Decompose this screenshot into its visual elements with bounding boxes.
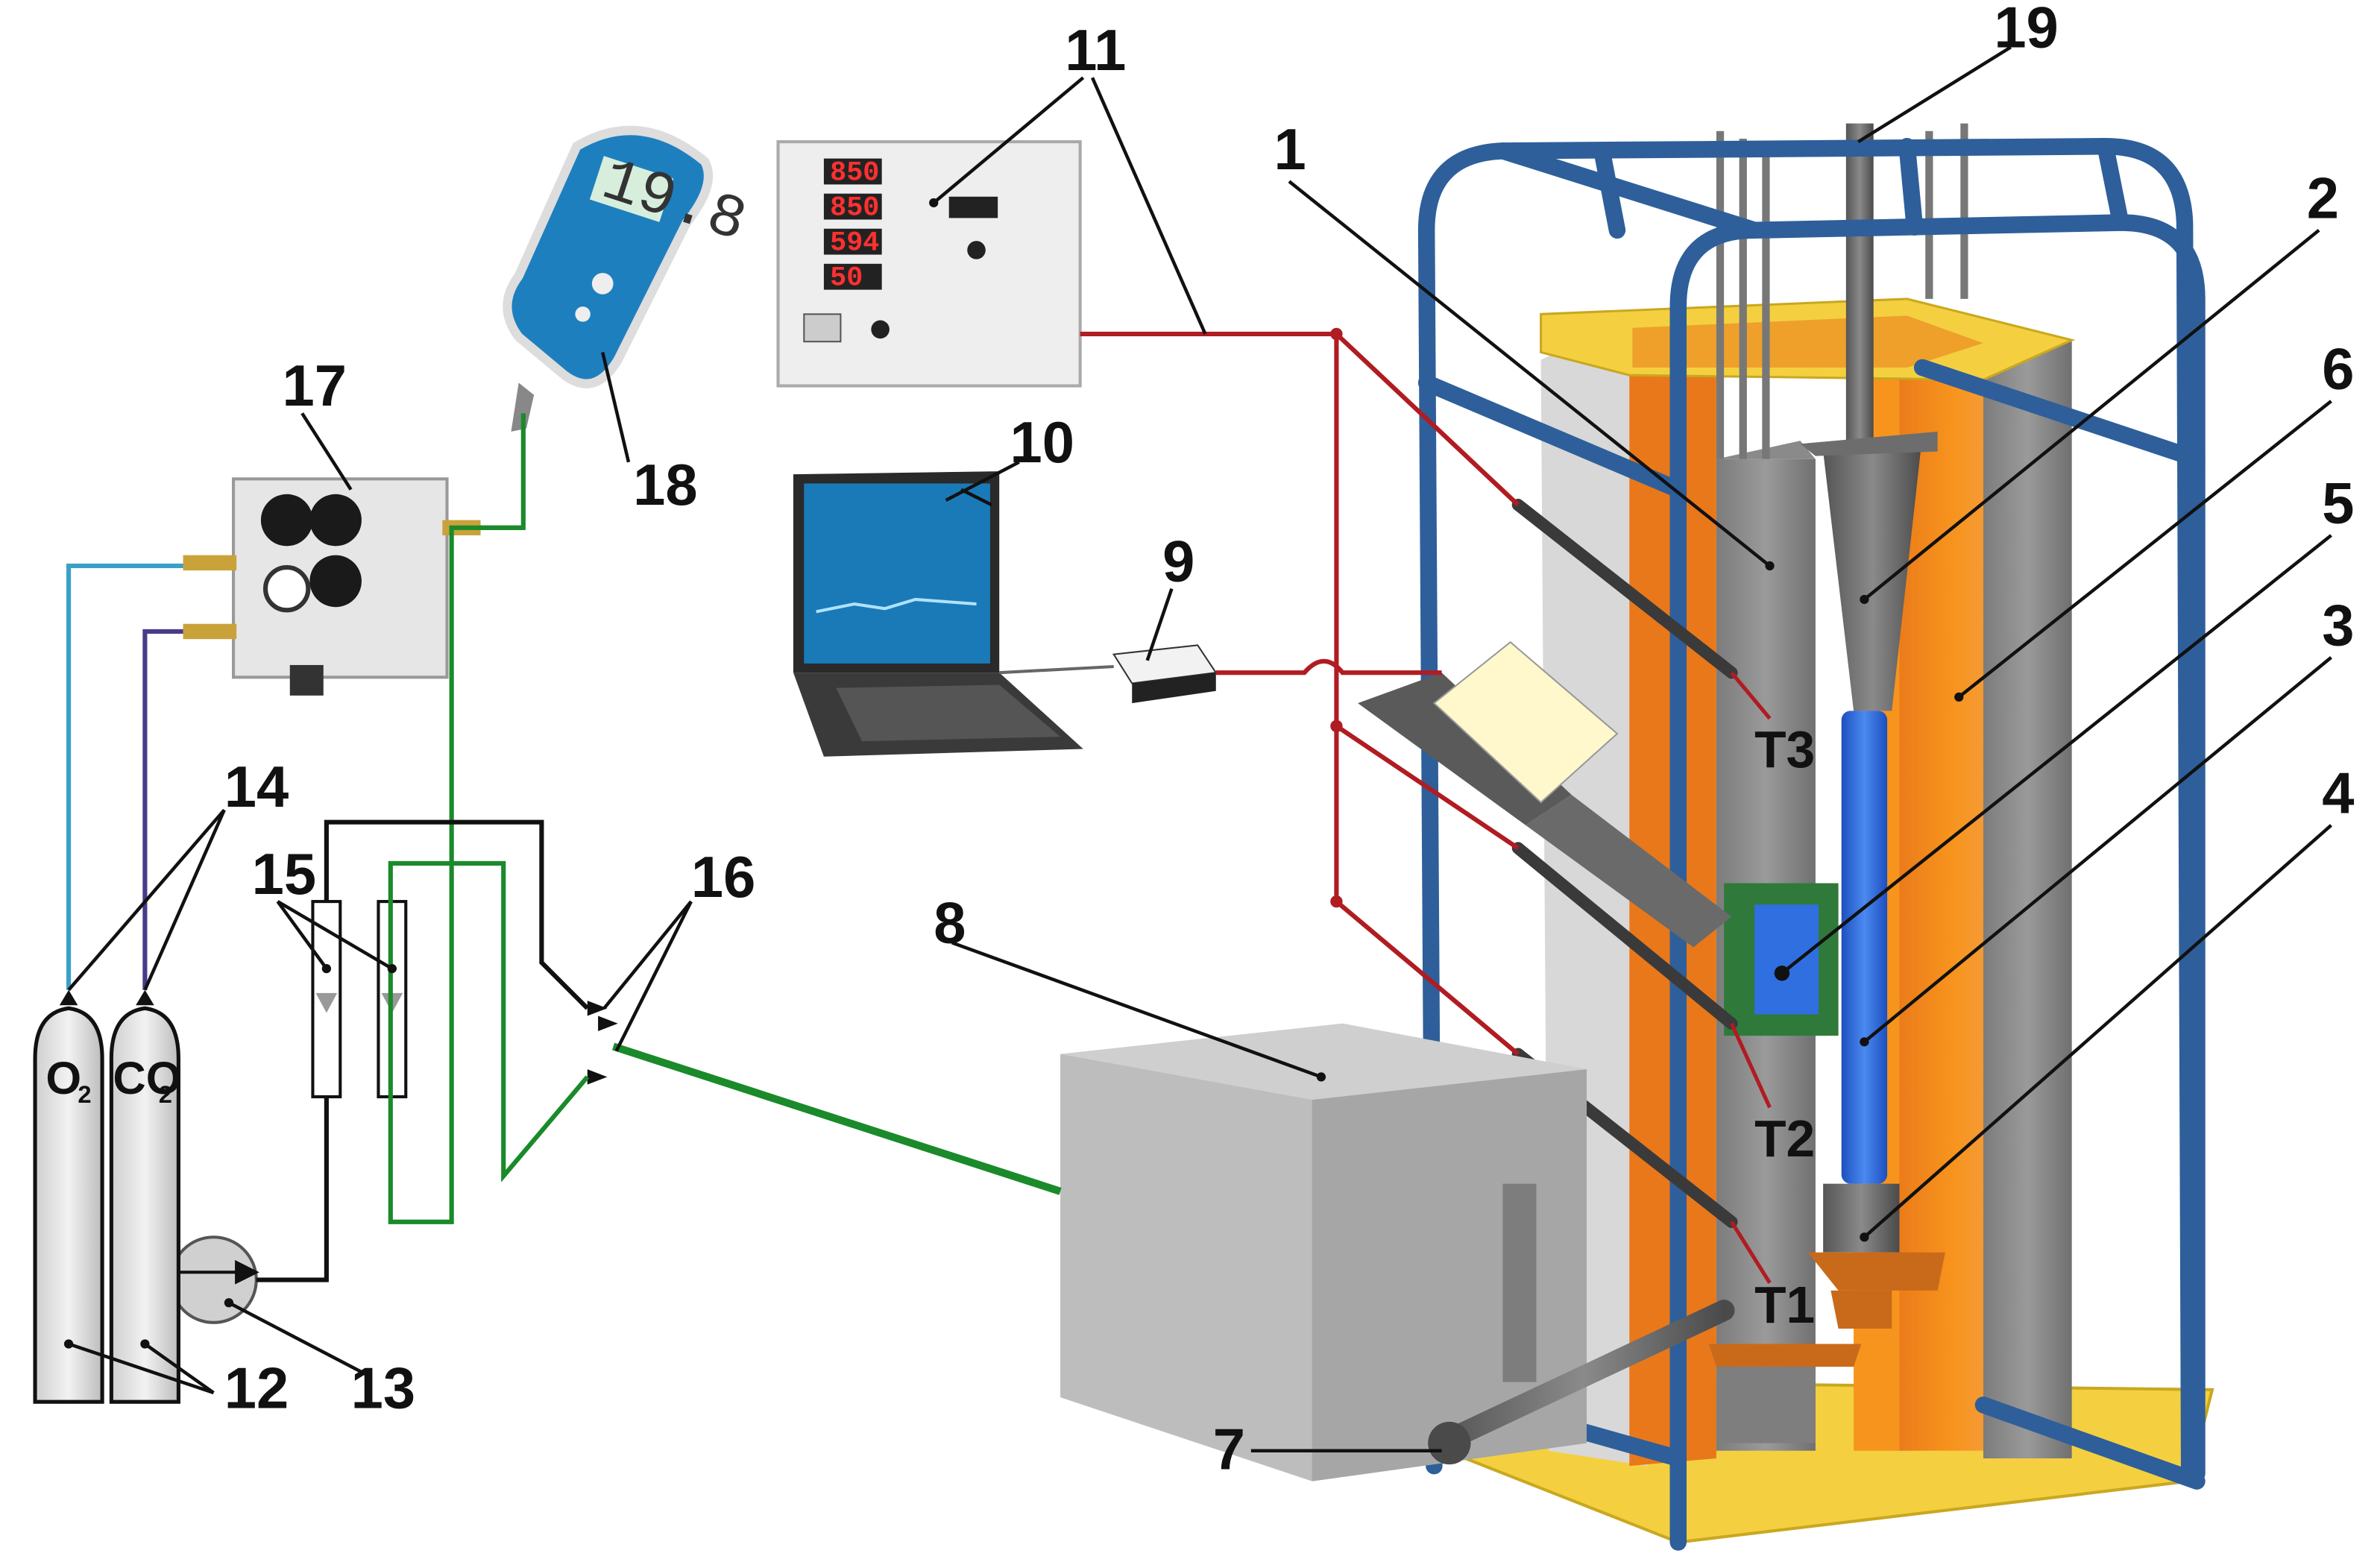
heating-tube xyxy=(1841,711,1888,1184)
cylinder-label-o2: O xyxy=(45,1053,81,1104)
cylinder-label-o2-sub: 2 xyxy=(78,1080,91,1108)
callout-10: 10 xyxy=(1010,411,1074,475)
callout-12: 12 xyxy=(224,1356,289,1420)
thermocouple-wiring xyxy=(1080,331,1520,1057)
gas-cylinder-icon: O 2 CO 2 xyxy=(33,989,181,1404)
fuel-feeder xyxy=(1358,640,1732,948)
callout-11: 11 xyxy=(1065,19,1126,83)
gas-analyzer-icon: 19.8 xyxy=(503,125,755,432)
callout-18: 18 xyxy=(633,453,697,517)
retort-cone xyxy=(1823,436,1923,711)
callout-16: 16 xyxy=(691,846,755,910)
label-t3: T3 xyxy=(1754,720,1815,778)
panel-readout-1: 850 xyxy=(830,157,879,189)
outer-concrete-right xyxy=(1983,340,2072,1458)
leader-lines xyxy=(67,45,2333,1452)
label-t2: T2 xyxy=(1754,1109,1815,1168)
callout-labels: 1 2 3 4 5 6 7 8 9 10 11 12 13 14 15 16 1… xyxy=(224,0,2355,1481)
callout-7: 7 xyxy=(1213,1417,1245,1481)
callout-5: 5 xyxy=(2322,472,2354,536)
leader-dots xyxy=(63,198,1964,1349)
gas-lines xyxy=(66,413,1062,1282)
callout-1: 1 xyxy=(1274,118,1306,182)
valve-icon xyxy=(587,1001,618,1085)
callout-9: 9 xyxy=(1162,529,1194,593)
callout-17: 17 xyxy=(283,354,347,418)
cylinder-label-co2: CO xyxy=(113,1053,181,1104)
panel-readout-3: 594 xyxy=(830,227,879,259)
callout-13: 13 xyxy=(351,1356,415,1420)
thermocouple-labels: T3 T2 T1 xyxy=(1754,720,1815,1334)
callout-4: 4 xyxy=(2322,761,2354,825)
panel-readout-4: 50 xyxy=(830,262,863,294)
panel-readout-2: 850 xyxy=(830,192,879,224)
callout-3: 3 xyxy=(2322,593,2354,658)
pressure-regulator-icon xyxy=(183,477,481,696)
center-rod xyxy=(1845,123,1874,452)
callout-15: 15 xyxy=(252,843,316,907)
label-t1: T1 xyxy=(1754,1276,1815,1334)
control-panel-icon: 850 850 594 50 xyxy=(776,140,1082,388)
callout-14: 14 xyxy=(224,755,289,819)
panel-readouts: 850 850 594 50 xyxy=(823,157,998,294)
cylinder-label-co2-sub: 2 xyxy=(159,1080,172,1108)
callout-2: 2 xyxy=(2307,166,2339,230)
data-logger-icon xyxy=(999,644,1218,704)
igniter-rod xyxy=(1428,1300,1735,1465)
callout-8: 8 xyxy=(934,891,966,955)
callout-6: 6 xyxy=(2322,338,2354,402)
gas-analyzer-box xyxy=(1060,1023,1587,1481)
laptop-icon xyxy=(793,471,1083,757)
callout-19: 19 xyxy=(1994,0,2058,60)
